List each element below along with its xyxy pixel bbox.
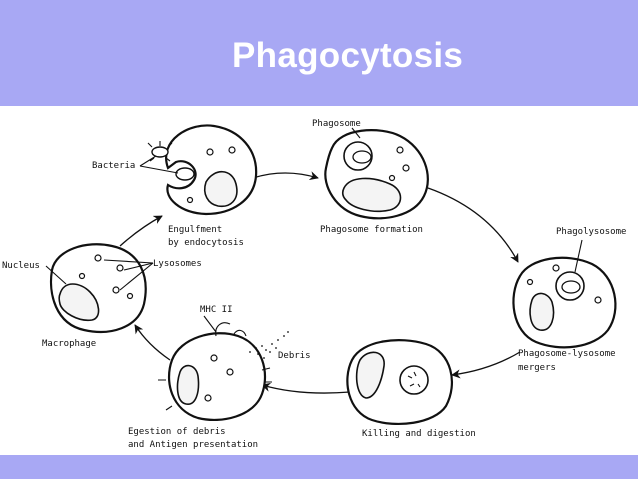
label-engulfment-2: by endocytosis [168,238,244,248]
cycle-arrows [119,171,521,394]
label-mhc: MHC II [200,305,233,315]
label-egestion-1: Egestion of debris [128,427,226,437]
label-phagosome: Phagosome [312,119,361,129]
phagolysosome-cell [512,239,617,349]
label-nucleus: Nucleus [2,261,40,271]
arrow-merger-to-killing [451,351,521,379]
debris-particles [249,331,289,359]
bacteria-icon [352,150,372,164]
leader-lines [45,155,217,333]
label-phagosome-formation: Phagosome formation [320,225,423,235]
label-egestion-2: and Antigen presentation [128,440,258,450]
slide-title: Phagocytosis [232,36,464,75]
title-banner: Phagocytosis [0,0,638,106]
phagosome-cell [324,127,429,220]
egestion-cell [158,322,289,422]
label-engulfment-1: Engulfment [168,225,222,235]
label-debris: Debris [278,351,311,361]
label-killing: Killing and digestion [362,429,476,439]
arrow-phagosome-to-merger [427,187,519,263]
label-lysosomes: Lysosomes [153,259,202,269]
footer-band [0,455,638,479]
arrow-engulf-to-phagosome [252,171,319,180]
bacteria-icon [147,141,195,181]
label-phagolysosome: Phagolysosome [556,227,626,237]
label-macrophage: Macrophage [42,339,96,349]
killing-cell [346,339,453,426]
macrophage-cell [50,243,147,334]
arrow-egestion-to-macrophage [134,324,171,361]
arrow-killing-to-egestion [261,382,351,394]
label-bacteria: Bacteria [92,161,135,171]
label-mergers-1: Phagosome-lysosome [518,349,616,359]
engulfment-cell [147,124,258,216]
bacteria-icon [561,280,581,294]
arrow-macrophage-to-engulf [119,215,163,247]
label-mergers-2: mergers [518,363,556,373]
